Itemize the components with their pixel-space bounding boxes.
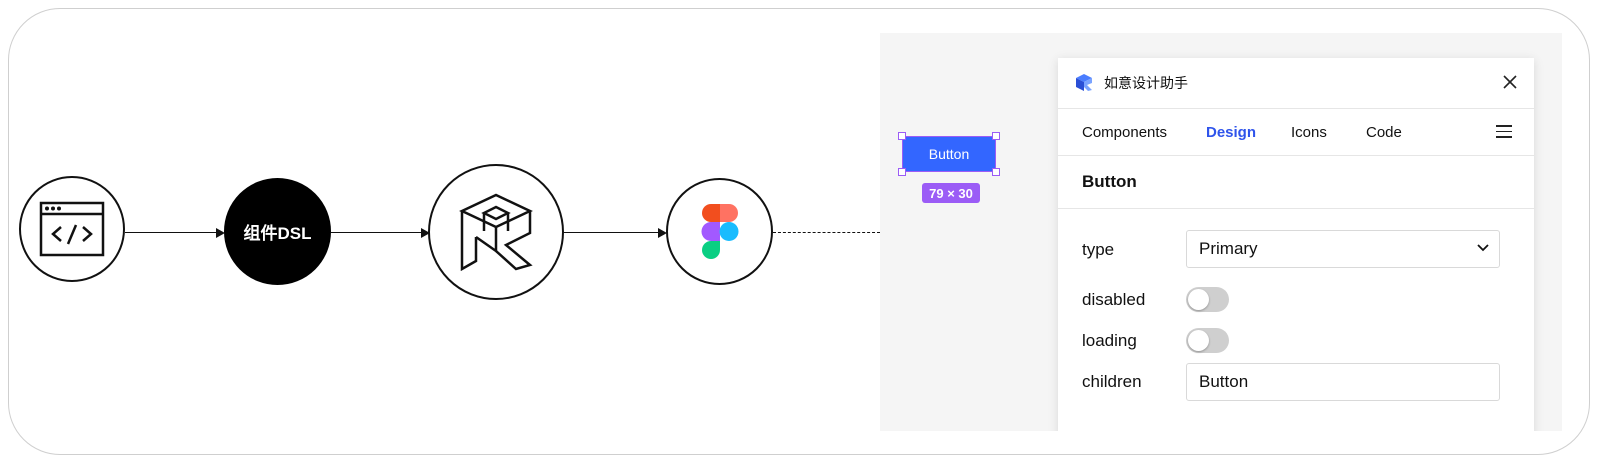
disabled-toggle[interactable] [1186,287,1229,312]
resize-handle-top-left[interactable] [898,132,906,140]
plugin-panel: 如意设计助手 Components Design Icons Code Butt… [1058,58,1534,431]
figma-logo-icon [701,203,738,259]
design-canvas[interactable]: Button 79 × 30 如意设计助手 Components Design … [880,33,1562,431]
ruyi-small-logo-icon [1076,74,1092,91]
resize-handle-top-right[interactable] [992,132,1000,140]
type-label: type [1082,240,1115,259]
children-input[interactable] [1186,363,1500,401]
loading-toggle[interactable] [1186,328,1229,353]
selected-button[interactable]: Button [902,136,996,172]
connector-line [564,232,662,233]
resize-handle-bottom-right[interactable] [992,168,1000,176]
figma-node [666,178,773,285]
selected-button-label: Button [928,146,970,162]
ruyi-node [428,164,564,300]
panel-title: 如意设计助手 [1104,75,1188,91]
panel-tabs: Components Design Icons Code [1058,109,1534,156]
tab-components[interactable]: Components [1082,124,1168,141]
size-badge: 79 × 30 [922,183,980,203]
connector-line [125,232,219,233]
connector-line [331,232,425,233]
close-icon[interactable] [1500,72,1520,92]
hamburger-menu-icon[interactable] [1496,125,1512,139]
arrow-right-icon [216,228,225,238]
arrow-right-icon [421,228,430,238]
type-select-value: Primary [1199,239,1258,258]
dsl-node-label: 组件DSL [243,224,312,243]
panel-header: 如意设计助手 [1058,58,1534,109]
code-node [19,176,125,282]
children-label: children [1082,372,1142,391]
chevron-down-icon [1477,244,1489,252]
tab-design[interactable]: Design [1206,124,1257,141]
loading-label: loading [1082,331,1137,350]
flow-diagram: 组件DSL [19,164,880,300]
disabled-label: disabled [1082,290,1146,309]
toggle-knob [1188,289,1209,310]
dsl-node: 组件DSL [224,178,331,285]
tab-icons[interactable]: Icons [1291,124,1327,141]
tab-code[interactable]: Code [1366,124,1402,141]
component-section-header: Button [1058,156,1534,209]
browser-code-icon [39,201,105,257]
type-select[interactable]: Primary [1186,230,1500,268]
component-name: Button [1082,172,1137,191]
toggle-knob [1188,330,1209,351]
resize-handle-bottom-left[interactable] [898,168,906,176]
dashed-connector [773,232,880,233]
arrow-right-icon [658,228,667,238]
ruyi-logo-icon [459,193,533,271]
